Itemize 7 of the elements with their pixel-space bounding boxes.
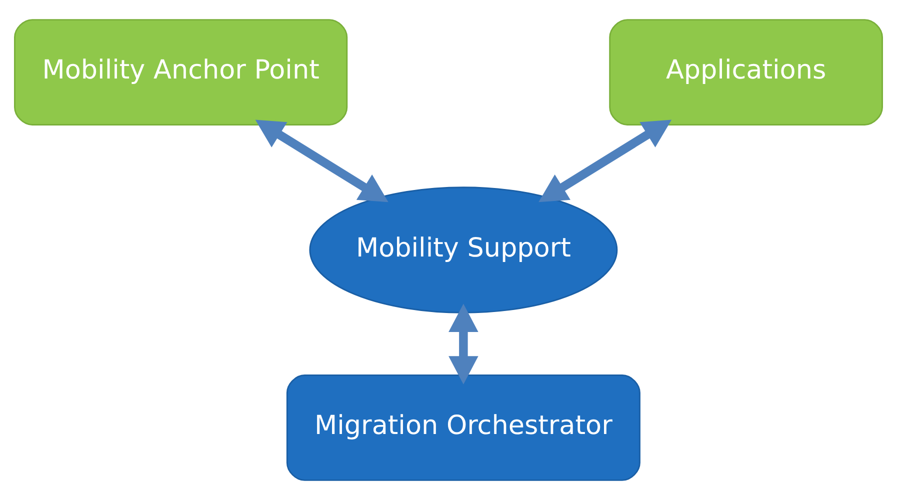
arrow	[255, 120, 388, 202]
arrow	[538, 120, 672, 202]
node-box: Migration Orchestrator	[286, 374, 640, 481]
node-box: Mobility Anchor Point	[14, 19, 348, 126]
node-ellipse: Mobility Support	[309, 186, 618, 314]
arrow	[448, 304, 478, 384]
node-box: Applications	[609, 19, 883, 126]
